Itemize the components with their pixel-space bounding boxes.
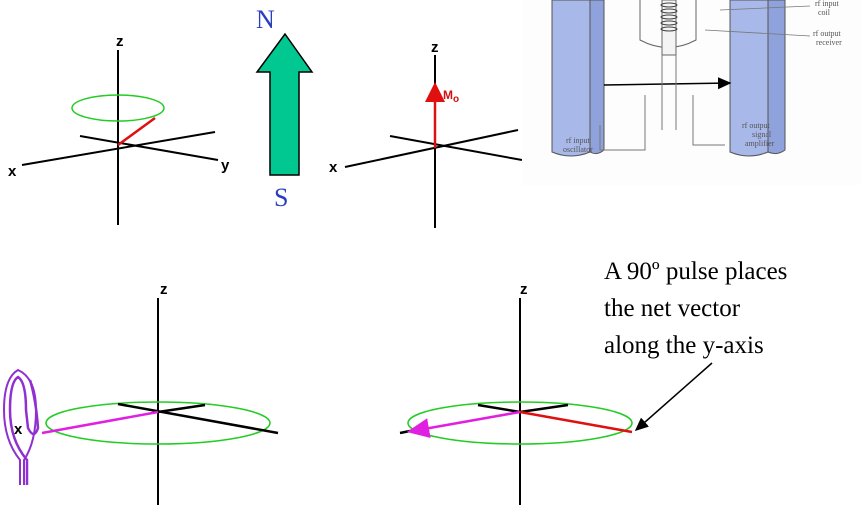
x-axis <box>344 129 519 168</box>
x-axis <box>21 131 216 166</box>
rf-coil-outline <box>2 368 38 485</box>
svg-text:oscillator: oscillator <box>563 145 593 154</box>
y-axis <box>79 135 219 161</box>
previous-vector <box>406 410 521 438</box>
caption-line-3: along the y-axis <box>604 332 764 359</box>
caption-pointer-arrow <box>634 362 713 431</box>
rf-coil-loop <box>8 375 40 485</box>
left-magnet-pole <box>551 0 591 157</box>
z-axis-label: z <box>431 39 439 56</box>
x-axis-label: x <box>8 163 17 180</box>
north-label: N <box>256 5 275 34</box>
x-axis-back <box>519 403 569 414</box>
panel-precession: z x y <box>8 33 230 225</box>
panel-after-pulse: z <box>399 281 633 505</box>
field-arrow-shape <box>255 32 314 176</box>
panel-before-pulse: z x <box>2 281 279 505</box>
coil-x-label: x <box>14 421 23 438</box>
net-magnetization-label: Mo <box>443 88 459 105</box>
svg-text:coil: coil <box>818 8 831 17</box>
y-axis-back <box>477 403 521 414</box>
spin-vector <box>117 116 156 147</box>
svg-text:receiver: receiver <box>816 38 842 47</box>
net-vector-x <box>41 410 159 435</box>
precession-cone <box>45 401 271 445</box>
z-axis-label: z <box>116 33 124 50</box>
pulse-caption: A 90º pulse places the net vector along … <box>604 258 787 431</box>
z-axis-label: z <box>160 281 168 298</box>
caption-line-1: A 90º pulse places <box>604 258 787 285</box>
caption-line-2: the net vector <box>604 295 741 322</box>
south-label: S <box>274 183 288 212</box>
x-axis <box>157 403 206 414</box>
z-axis-label: z <box>520 281 528 298</box>
rf-output-receiver-label: rf output <box>813 29 842 38</box>
signal-leads <box>599 95 725 151</box>
magnetic-field-arrow: N S <box>255 5 314 212</box>
rf-output-signal-amplifier-label: rf output <box>742 121 771 130</box>
x-axis-label: x <box>329 159 338 176</box>
y-axis-label: y <box>221 157 230 174</box>
field-direction-arrow <box>603 77 732 90</box>
y-axis <box>117 402 279 435</box>
rf-input-oscillator-label: rf input <box>566 136 591 145</box>
rf-input-coil-label: rf input <box>815 0 840 8</box>
net-vector-y <box>519 410 633 434</box>
svg-text:amplifier: amplifier <box>745 139 775 148</box>
precession-cone <box>71 94 165 122</box>
nmr-apparatus-illustration: rf input coil rf output receiver rf inpu… <box>522 0 861 185</box>
svg-text:signal: signal <box>752 130 772 139</box>
rf-input-coil <box>660 2 678 32</box>
panel-net-magnetization: Mo z x y <box>329 39 546 228</box>
y-axis <box>389 135 523 161</box>
